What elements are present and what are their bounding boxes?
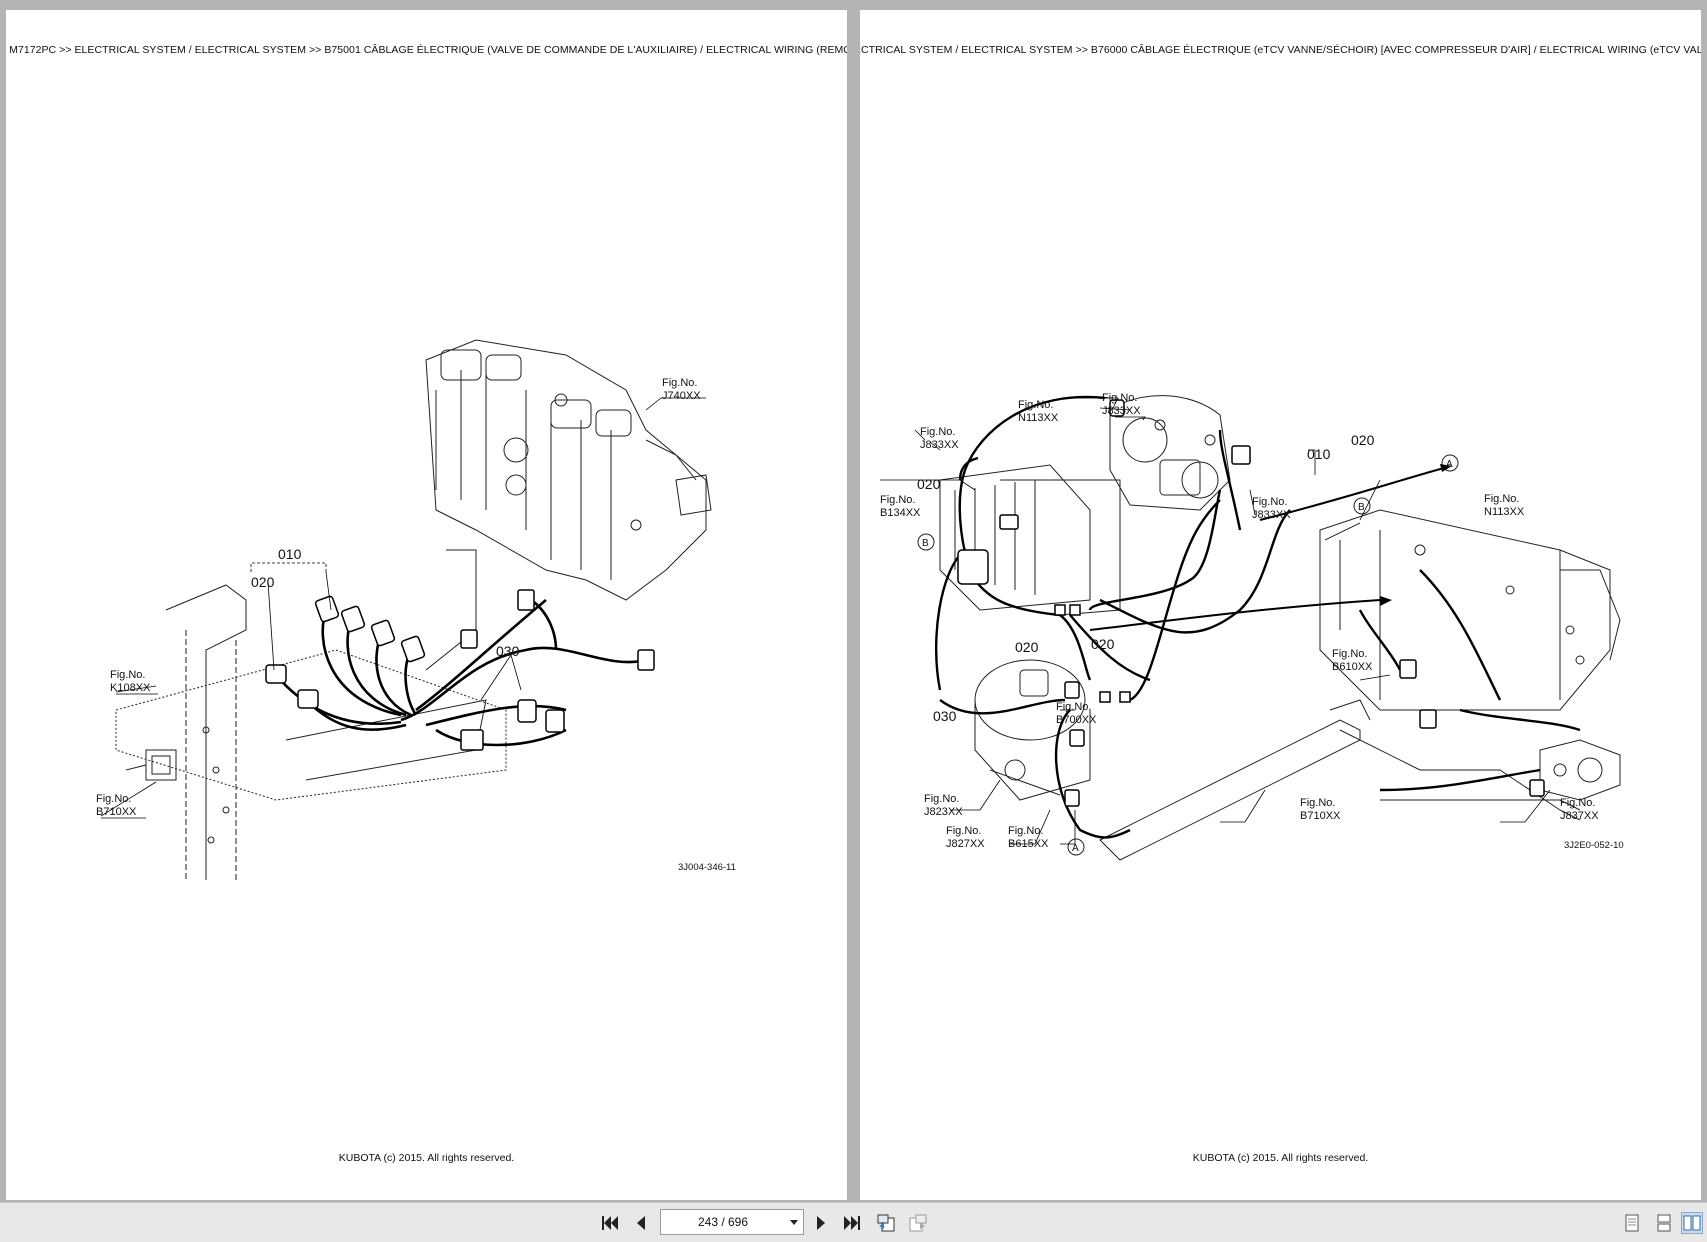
fig-number-b710: B710XX [1300,810,1341,822]
fig-number-b615: B615XX [1008,838,1049,850]
page-selector[interactable]: 243 / 696 [660,1209,804,1235]
page-indicator: 243 / 696 [697,1215,749,1229]
fig-label: Fig.No. [96,793,131,805]
fig-label: Fig.No. [924,793,959,805]
fig-label: Fig.No. [110,669,145,681]
fig-number-j740: J740XX [662,390,701,402]
fig-label: Fig.No. [1018,399,1053,411]
callout-010: 010 [278,546,302,562]
prev-page-button[interactable] [630,1212,652,1234]
ref-marker-a: A [1446,459,1453,470]
callout-020: 020 [251,574,275,590]
fig-number-b134: B134XX [880,507,921,519]
single-page-icon [1625,1214,1639,1232]
fig-label: Fig.No. [1008,825,1043,837]
last-page-icon [844,1216,860,1230]
fig-label: Fig.No. [1102,392,1137,404]
continuous-icon [1657,1214,1671,1232]
continuous-button[interactable] [1653,1212,1675,1234]
ref-marker-a: A [1072,843,1079,854]
back-button[interactable] [875,1212,897,1234]
next-page-button[interactable] [810,1212,832,1234]
ref-marker-b: B [922,538,929,549]
fig-label: Fig.No. [946,825,981,837]
fig-label: Fig.No. [1484,493,1519,505]
ref-marker-b: B [1358,502,1365,513]
wiring-diagram-remote-valve: Fig.No. J740XX Fig.No. K108XX Fig.No. B7… [96,339,736,880]
last-page-button[interactable] [841,1212,863,1234]
forward-button[interactable] [907,1212,929,1234]
breadcrumb: ECTRICAL SYSTEM / ELECTRICAL SYSTEM >> B… [860,44,1701,56]
drawing-code: 3J2E0-052-10 [1564,840,1624,851]
fig-number-b700: B700XX [1056,714,1097,726]
copyright: KUBOTA (c) 2015. All rights reserved. [1192,1152,1369,1164]
wiring-diagram-etcv-valve: Fig.No. N113XX Fig.No. J833XX Fig.No. J8… [880,392,1624,861]
first-page-button[interactable] [599,1212,621,1234]
fig-label: Fig.No. [1300,797,1335,809]
callout-030: 030 [933,708,957,724]
breadcrumb: > M7172PC >> ELECTRICAL SYSTEM / ELECTRI… [6,44,847,56]
fig-number-b710: B710XX [96,806,137,818]
fig-number-k108: K108XX [110,682,151,694]
left-document-page: > M7172PC >> ELECTRICAL SYSTEM / ELECTRI… [6,10,847,1200]
viewer-toolbar: 243 / 696 [0,1202,1707,1242]
fig-number-j837: J837XX [1560,810,1599,822]
fig-number-j833-2: J833XX [920,439,959,451]
fig-number-n113-2: N113XX [1484,506,1525,518]
right-document-page: ECTRICAL SYSTEM / ELECTRICAL SYSTEM >> B… [860,10,1701,1200]
fig-label: Fig.No. [920,426,955,438]
chevron-down-icon[interactable] [785,1210,803,1234]
fig-label: Fig.No. [1056,701,1091,713]
fig-label: Fig.No. [1252,496,1287,508]
callout-020: 020 [1351,432,1375,448]
two-page-button[interactable] [1681,1212,1703,1234]
first-page-icon [602,1216,618,1230]
single-page-button[interactable] [1621,1212,1643,1234]
callout-020: 020 [1091,636,1115,652]
callout-030: 030 [496,643,520,659]
callout-020: 020 [1015,639,1039,655]
fig-number-b610: B610XX [1332,661,1373,673]
fig-number-n113: N113XX [1018,412,1059,424]
fig-label: Fig.No. [662,377,697,389]
prev-page-icon [637,1216,645,1230]
drawing-code: 3J004-346-11 [678,862,736,873]
fig-label: Fig.No. [1560,797,1595,809]
back-icon [877,1214,895,1232]
callout-020: 020 [917,476,941,492]
callout-010: 010 [1307,446,1331,462]
next-page-icon [817,1216,825,1230]
fig-label: Fig.No. [1332,648,1367,660]
fig-number-j827: J827XX [946,838,985,850]
fig-label: Fig.No. [880,494,915,506]
fig-number-j823: J823XX [924,806,963,818]
forward-icon [909,1214,927,1232]
fig-number-j833-3: J833XX [1252,509,1291,521]
two-page-icon [1683,1215,1701,1231]
fig-number-j833: J833XX [1102,405,1141,417]
copyright: KUBOTA (c) 2015. All rights reserved. [338,1152,515,1164]
